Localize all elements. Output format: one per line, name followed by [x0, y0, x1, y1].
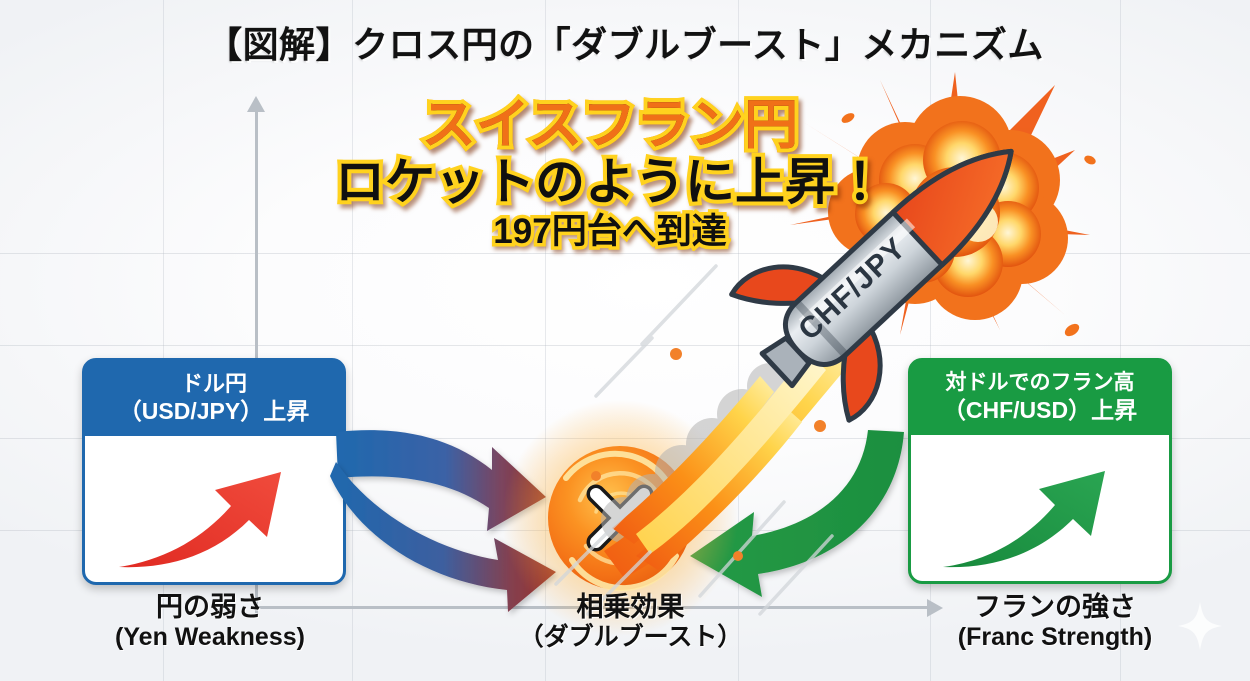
- box-chfusd-body: [911, 434, 1169, 581]
- rocket-flame-icon: [554, 264, 848, 616]
- blue-arrow-lower: [330, 462, 556, 612]
- orb-swirl: [563, 450, 679, 592]
- page-title: 【図解】クロス円の「ダブルブースト」メカニズム: [206, 24, 1044, 65]
- multiply-symbol: [586, 484, 654, 552]
- rising-arrow-red-icon: [119, 471, 281, 567]
- horizontal-axis-arrow: [927, 599, 943, 617]
- box-usdjpy-line2: （USD/JPY）上昇: [118, 398, 310, 425]
- label-franc-strength-en: (Franc Strength): [957, 623, 1153, 652]
- green-arrow: [690, 430, 904, 597]
- box-chfusd-header: 対ドルでのフラン高 （CHF/USD）上昇: [911, 361, 1169, 435]
- box-chfusd[interactable]: 対ドルでのフラン高 （CHF/USD）上昇: [908, 358, 1172, 584]
- box-usdjpy-body: [85, 435, 343, 582]
- headline-line-2: ロケットのように上昇！: [331, 153, 889, 212]
- label-franc-strength-jp: フランの強さ: [974, 592, 1136, 622]
- box-chfusd-line1: 対ドルでのフラン高: [945, 371, 1135, 394]
- label-synergy-en: （ダブルブースト）: [518, 623, 743, 652]
- rising-arrow-green-icon: [943, 470, 1105, 567]
- blue-arrow-upper: [336, 430, 546, 531]
- box-chfusd-line2: （CHF/USD）上昇: [942, 397, 1138, 424]
- label-yen-weakness-jp: 円の弱さ: [156, 592, 264, 622]
- box-usdjpy-line1: ドル円: [180, 371, 247, 396]
- label-yen-weakness: 円の弱さ (Yen Weakness): [95, 592, 325, 652]
- vertical-axis-arrow: [247, 96, 265, 112]
- label-synergy: 相乗効果 （ダブルブースト）: [508, 592, 753, 652]
- headline-block: スイスフラン円 ロケットのように上昇！ 197円台へ到達: [330, 93, 890, 252]
- label-franc-strength: フランの強さ (Franc Strength): [935, 592, 1175, 652]
- sparkle-icon: [1178, 602, 1222, 650]
- label-synergy-jp: 相乗効果: [576, 592, 685, 622]
- headline-line-1: スイスフラン円: [330, 93, 890, 156]
- label-yen-weakness-en: (Yen Weakness): [115, 623, 305, 652]
- synergy-orb[interactable]: [548, 446, 692, 590]
- headline-line-3: 197円台へ到達: [490, 210, 730, 252]
- box-usdjpy[interactable]: ドル円 （USD/JPY）上昇: [82, 358, 346, 585]
- box-usdjpy-header: ドル円 （USD/JPY）上昇: [85, 361, 343, 436]
